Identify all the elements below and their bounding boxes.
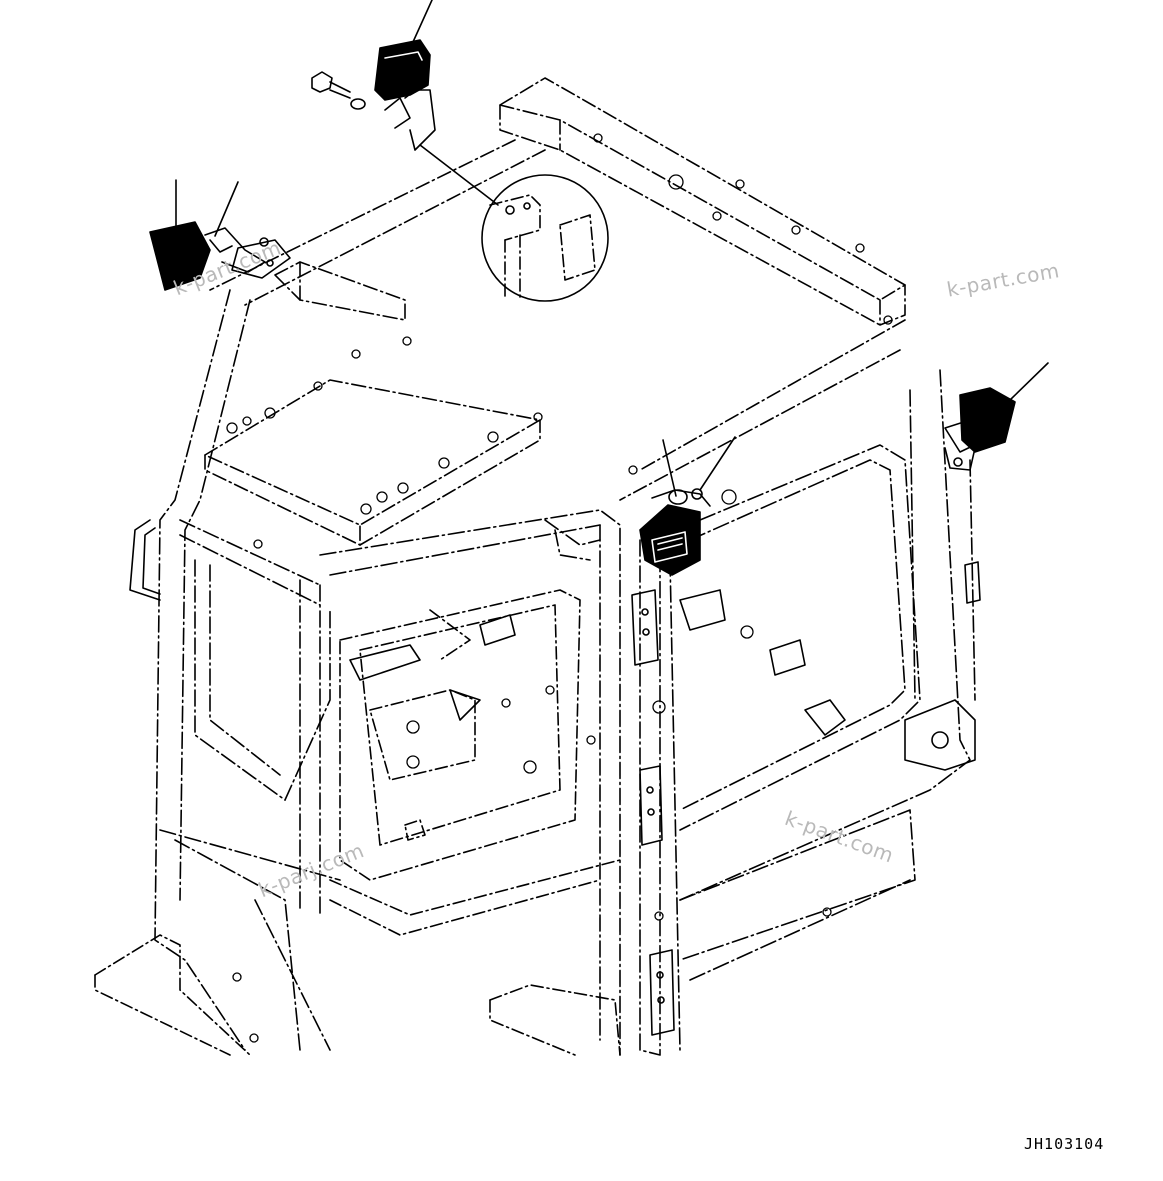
roof-panel [204,379,541,546]
front-center-pillar [319,509,681,1056]
rear-panel [339,589,581,881]
right-side-lamp [944,362,1049,471]
grab-handle [129,519,161,601]
left-pillar [154,289,341,1051]
detail-circle [419,144,609,302]
roof-frame [209,77,906,501]
floor-base [94,859,621,1056]
interior-components [349,589,846,736]
hinge-plates [631,561,981,1036]
top-rear-lamp [311,0,436,151]
drawing-code: JH103104 [1024,1135,1105,1153]
right-lower-bracket [904,699,976,771]
rear-left-lamp [149,179,291,291]
right-door-frame [679,369,976,981]
bolt-holes [226,133,893,1043]
front-center-lamp [639,436,736,576]
